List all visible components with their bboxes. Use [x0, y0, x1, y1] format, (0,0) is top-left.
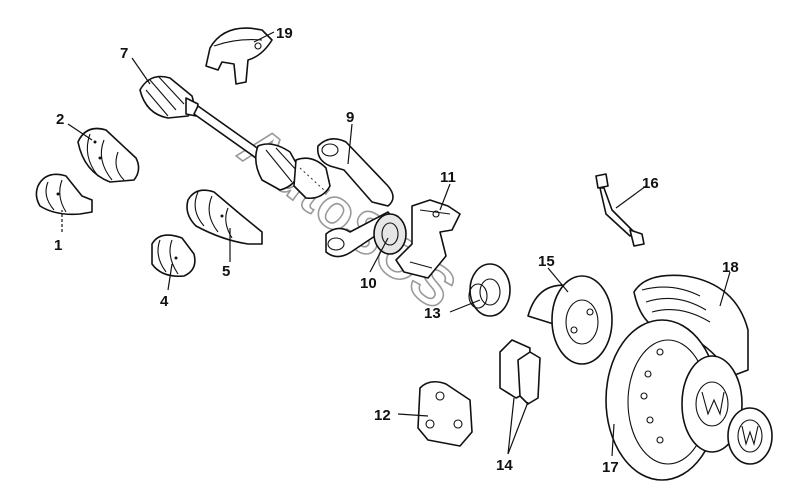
part-14-brake-pads: [499, 339, 541, 405]
part-11-knuckle: [395, 199, 461, 279]
label-17: 17: [602, 459, 619, 476]
label-15: 15: [538, 253, 555, 270]
part-2-boot: [77, 127, 140, 183]
label-10: 10: [360, 275, 377, 292]
label-16: 16: [642, 175, 659, 192]
part-1-joint: [35, 173, 93, 216]
label-13: 13: [424, 305, 441, 322]
label-9: 9: [346, 109, 354, 126]
part-18-tyre: [633, 274, 749, 377]
label-19: 19: [276, 25, 293, 42]
label-2: 2: [56, 111, 64, 128]
part-number-labels: 1 2 4 5 7 9 10 11 12 13 14 15 16 17 18 1…: [54, 25, 739, 476]
part-12-caliper: [417, 380, 473, 447]
part-7-drive-shaft: [139, 75, 331, 200]
part-15-brake-disc: [527, 275, 613, 365]
label-11: 11: [440, 169, 456, 186]
part-5-joint: [186, 189, 263, 245]
label-5: 5: [222, 263, 230, 280]
part-10-bearing: [373, 213, 407, 255]
label-4: 4: [160, 293, 169, 310]
centre-badge: [727, 407, 773, 465]
part-4-boot: [151, 234, 196, 278]
leader-lines: [61, 31, 731, 457]
part-19-shield: [205, 27, 273, 85]
label-12: 12: [374, 407, 391, 424]
part-13-hub: [468, 263, 511, 317]
label-7: 7: [120, 45, 128, 62]
hub-cap: [681, 355, 743, 453]
label-14: 14: [496, 457, 513, 474]
part-16-brake-hose: [595, 173, 645, 247]
label-18: 18: [722, 259, 739, 276]
label-1: 1: [54, 237, 62, 254]
